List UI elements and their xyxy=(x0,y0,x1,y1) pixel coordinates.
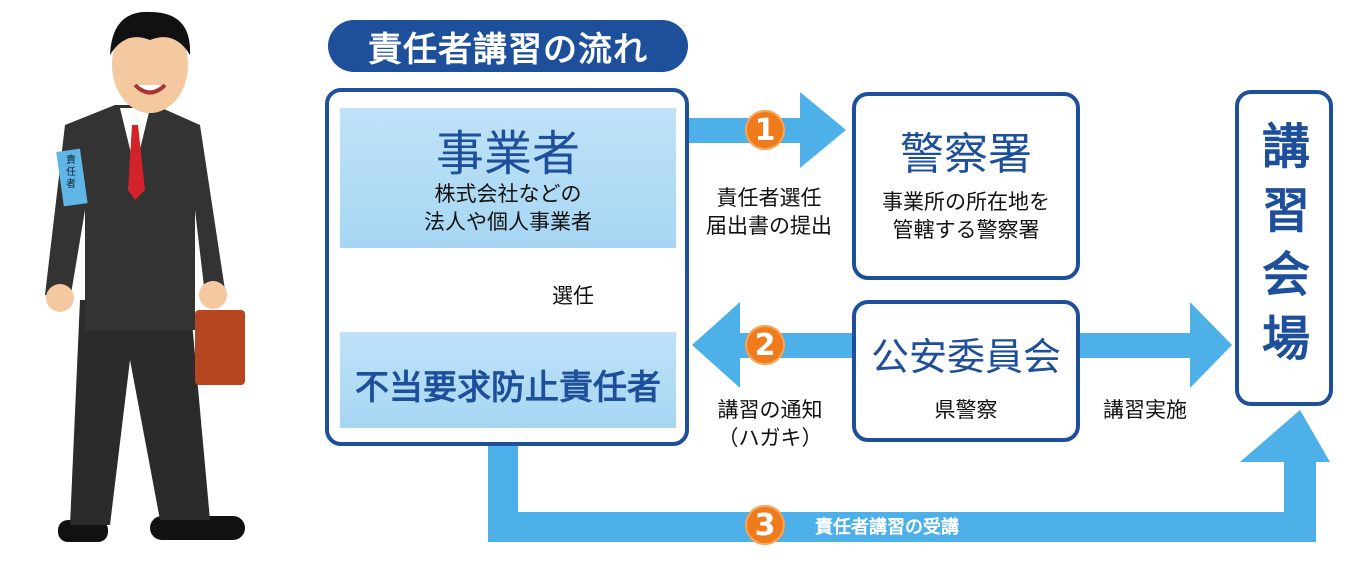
step-2-badge: 2 xyxy=(745,325,785,365)
armband-text: 責任者 xyxy=(66,155,76,190)
police-station-box xyxy=(852,92,1080,280)
page-title: 責任者講習の流れ xyxy=(328,20,688,72)
businessman-illustration xyxy=(45,11,245,542)
manager-name: 不当要求防止責任者 xyxy=(355,368,661,408)
police-station-name: 警察署 xyxy=(900,129,1032,180)
arrow-step3 xyxy=(488,410,1330,542)
commission-name: 公安委員会 xyxy=(870,335,1061,379)
venue-box xyxy=(1235,90,1333,406)
select-label: 選任 xyxy=(552,284,594,308)
business-name: 事業者 xyxy=(435,126,580,182)
commission-box xyxy=(852,300,1080,442)
business-desc-2: 法人や個人事業者 xyxy=(424,210,592,234)
implement-label: 講習実施 xyxy=(1103,398,1187,422)
manager-panel xyxy=(340,332,676,428)
business-desc-1: 株式会社などの xyxy=(434,182,582,206)
venue-name: 講習会場 xyxy=(1262,119,1311,367)
police-station-desc-1: 事業所の所在地を xyxy=(882,190,1050,214)
step-2-label-2: （ハガキ） xyxy=(717,426,823,450)
step-3-label: 責任者講習の受講 xyxy=(815,517,959,538)
step-1-badge: 1 xyxy=(745,110,785,150)
step-1-label-2: 届出書の提出 xyxy=(706,214,832,238)
police-station-desc-2: 管轄する警察署 xyxy=(892,218,1040,242)
step-2-label-1: 講習の通知 xyxy=(717,398,823,422)
step-3-badge: 3 xyxy=(745,505,785,545)
arrow-implement xyxy=(1080,302,1232,388)
commission-desc: 県警察 xyxy=(934,398,998,422)
business-panel xyxy=(340,108,676,248)
step-1-label-1: 責任者選任 xyxy=(716,186,822,210)
